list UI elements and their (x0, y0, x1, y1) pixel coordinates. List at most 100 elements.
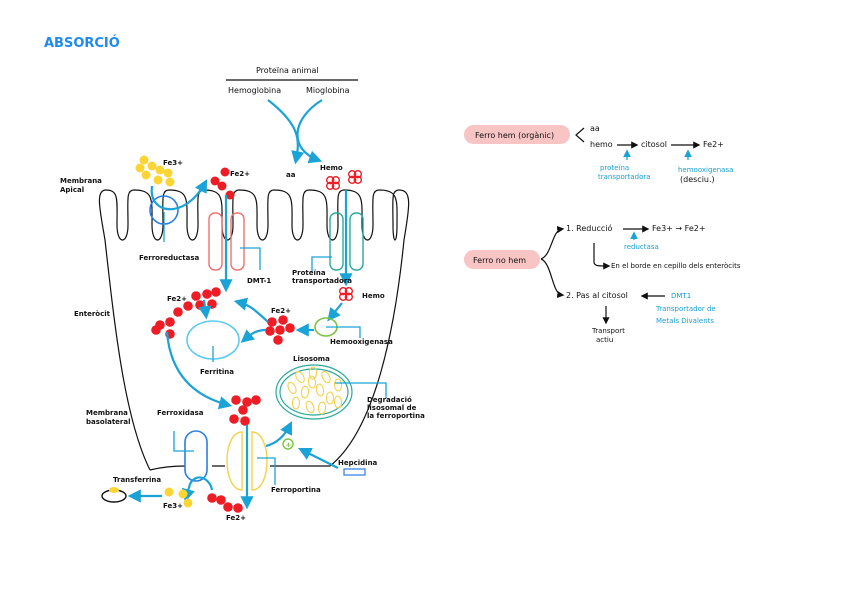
hemoglobina-label: Hemoglobina (228, 86, 281, 95)
fe2-ion (233, 503, 243, 513)
membrana-apical-label-2: Apical (60, 186, 84, 194)
enterocit-label: Enteròcit (74, 310, 111, 318)
fe2-ion (191, 291, 201, 301)
fe3-ions-top (135, 155, 175, 187)
ferroxidasa-label: Ferroxidasa (157, 409, 204, 417)
transferrina-label: Transferrina (113, 476, 161, 484)
ferroportina-right (251, 431, 268, 491)
lisosoma-vesicle (305, 400, 315, 414)
transferrina-bound-iron (109, 487, 119, 493)
dmt1-left (208, 212, 223, 271)
heme-molecules-top (325, 169, 363, 191)
heme-ring (353, 169, 363, 179)
lisosoma-vesicle (321, 370, 331, 384)
ferritina-label: Ferritina (200, 368, 234, 376)
pointer-line (335, 382, 387, 398)
fe2-ion (285, 323, 295, 333)
lisosoma-vesicle (317, 401, 327, 415)
lisosoma-vesicle (308, 366, 318, 380)
membrana-basolateral-label-1: Membrana (86, 409, 128, 417)
heme-molecule-mid (338, 286, 354, 302)
arrow-oxidation (182, 476, 214, 503)
fe2-ion (265, 326, 275, 336)
fe3-ion (155, 165, 165, 175)
fe3-bottom-label: Fe3+ (163, 502, 183, 510)
fe3-ion (163, 168, 173, 178)
ferroportina-left (226, 431, 243, 491)
fe2-ion (225, 190, 235, 200)
fe2-ion (202, 289, 212, 299)
fe3-ion (183, 498, 193, 508)
heme-ring (338, 292, 348, 302)
pointer-line (240, 247, 261, 270)
dmt1-desc-2: Metals Divalents (656, 317, 714, 325)
heme-ring (331, 175, 341, 185)
fe3-ion (141, 170, 151, 180)
hemooxigenasa-label: Hemooxigenasa (330, 338, 393, 346)
protein-animal-label: Proteïna animal (256, 66, 319, 75)
arrow-to-hemo (296, 99, 323, 164)
cell-membrane (98, 189, 410, 471)
arrow-to-pool (233, 297, 269, 323)
ferroxidasa-protein (184, 430, 208, 482)
mioglobina-label: Mioglobina (306, 86, 350, 95)
heme-ring (344, 286, 354, 296)
degradacio-label-3: la ferroportina (367, 412, 425, 420)
transport-2: actiu (596, 336, 613, 344)
hem-fe2: Fe2+ (703, 140, 724, 149)
hem-aa: aa (590, 124, 600, 133)
hem-hemo: hemo (590, 140, 613, 149)
hem-transporter-1: proteïna (600, 164, 629, 172)
lisosoma-vesicle (295, 370, 305, 384)
arrow-to-ferritina (240, 328, 267, 343)
aa-label: aa (286, 171, 296, 179)
fe2-ion (216, 495, 226, 505)
heme-ring (325, 181, 335, 191)
lisosoma-vesicle (291, 396, 301, 410)
fe2-ion (217, 181, 227, 191)
fe2-ion (251, 395, 261, 405)
lisosoma-inner (279, 368, 349, 416)
branch-1 (540, 225, 565, 260)
arrow-store (198, 299, 212, 320)
fe3-ion (178, 489, 188, 499)
ferro-no-hem-pill (464, 250, 540, 269)
hem-citosol: citosol (641, 140, 667, 149)
fe2-ion (273, 335, 283, 345)
arrow-to-aa (267, 99, 305, 165)
page-title: ABSORCIÓ (44, 35, 120, 51)
hemo-top-label: Hemo (320, 164, 343, 172)
fe3-ions-bottom (164, 487, 193, 508)
branch-2 (540, 258, 565, 299)
arrow-hepcidina (298, 448, 339, 469)
heme-ring (325, 175, 335, 185)
ferro-hem-label: Ferro hem (orgànic) (475, 131, 554, 140)
fe2-ion (275, 325, 285, 335)
ferro-no-hem-label: Ferro no hem (473, 256, 526, 265)
fe2-ions-right (265, 315, 295, 345)
fe2-top-label: Fe2+ (230, 170, 250, 178)
plus-sign: + (286, 441, 292, 449)
fe2-ion (151, 325, 161, 335)
fe2-ion (220, 167, 230, 177)
lisosoma-vesicle (325, 391, 335, 405)
fe2-ion (207, 493, 217, 503)
arrow-to-lisosoma (265, 421, 292, 448)
fe2-ion (278, 315, 288, 325)
heme-ring (331, 181, 341, 191)
heme-ring (344, 292, 354, 302)
pointer-line (257, 457, 276, 485)
lisosoma-label: Lisosoma (293, 355, 330, 363)
hepcidina-label: Hepcidina (338, 459, 378, 467)
fe2-ion (207, 299, 217, 309)
hem-transporter-2: transportadora (598, 173, 651, 181)
fe2-ion (210, 176, 220, 186)
fe2-bottom-label: Fe2+ (226, 514, 246, 522)
fe3-ion (165, 177, 175, 187)
fe2-ions-bottom (207, 493, 243, 513)
fe3-ion (153, 175, 163, 185)
lisosoma-vesicle (300, 385, 310, 399)
bracket (575, 127, 585, 143)
proteina-transportadora-label-2: transportadora (292, 277, 352, 285)
